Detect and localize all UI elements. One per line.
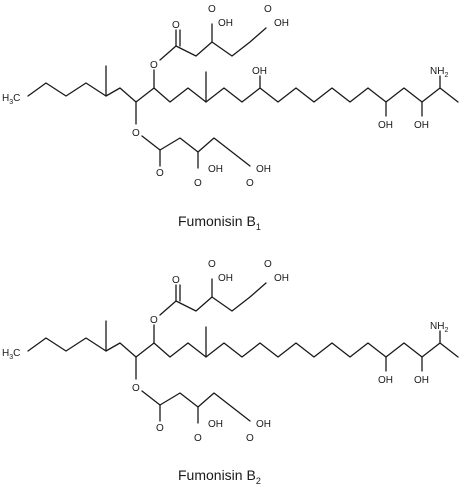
b2-acid-lower-2-oh: OH xyxy=(256,419,271,430)
b2-acid-lower-2-o: O xyxy=(246,433,254,444)
b2-caption: Fumonisin B2 xyxy=(178,467,261,486)
b1-acid-lower-2-o: O xyxy=(246,178,254,189)
b1-oh-upper: OH xyxy=(252,66,267,77)
b2-nh2: NH2 xyxy=(430,321,448,334)
b1-h3c-label: H3C xyxy=(2,93,20,106)
b1-acid-lower-1-oh: OH xyxy=(208,164,223,175)
b2-acid-lower-1-oh: OH xyxy=(208,419,223,430)
b2-ester-upper-carbonyl-o: O xyxy=(172,275,180,286)
b2-acid-upper-1-o: O xyxy=(208,259,216,270)
b2-acid-upper-1-oh: OH xyxy=(218,273,233,284)
b1-ester-lower-o: O xyxy=(132,128,140,139)
b1-ester-upper-o: O xyxy=(150,60,158,71)
b2-h3c-label: H3C xyxy=(2,348,20,361)
b1-acid-lower-1-o: O xyxy=(194,178,202,189)
b2-ester-upper-o: O xyxy=(150,315,158,326)
b1-acid-upper-1-oh: OH xyxy=(218,18,233,29)
b1-nh2: NH2 xyxy=(430,66,448,79)
b2-main-chain xyxy=(27,337,459,358)
b1-oh-lower-left: OH xyxy=(378,120,393,131)
b2-ester-lower-chain xyxy=(141,390,251,422)
fumonisin-b2-structure: H3C OH OH NH2 O O O OH O OH O O O OH O O… xyxy=(2,259,459,486)
b2-ester-lower-o: O xyxy=(132,383,140,394)
b1-acid-upper-2-o: O xyxy=(264,4,272,15)
b2-ester-lower-carbonyl-o: O xyxy=(156,423,164,434)
b1-ester-upper-carbonyl-o: O xyxy=(172,20,180,31)
b2-acid-lower-1-o: O xyxy=(194,433,202,444)
fumonisin-b1-structure: H3C OH OH OH NH2 O O O OH O OH O xyxy=(2,4,459,232)
b1-oh-lower-right: OH xyxy=(414,120,429,131)
b1-acid-upper-1-o: O xyxy=(208,4,216,15)
b1-ester-lower-carbonyl-o: O xyxy=(156,168,164,179)
b2-acid-upper-2-o: O xyxy=(264,259,272,270)
b1-acid-upper-2-oh: OH xyxy=(274,18,289,29)
b1-ester-lower-chain xyxy=(141,135,251,167)
b2-oh-lower-left: OH xyxy=(378,375,393,386)
b1-caption: Fumonisin B1 xyxy=(178,213,261,232)
b2-oh-lower-right: OH xyxy=(414,375,429,386)
b1-acid-lower-2-oh: OH xyxy=(256,164,271,175)
b1-main-chain xyxy=(27,82,459,103)
b2-acid-upper-2-oh: OH xyxy=(274,273,289,284)
